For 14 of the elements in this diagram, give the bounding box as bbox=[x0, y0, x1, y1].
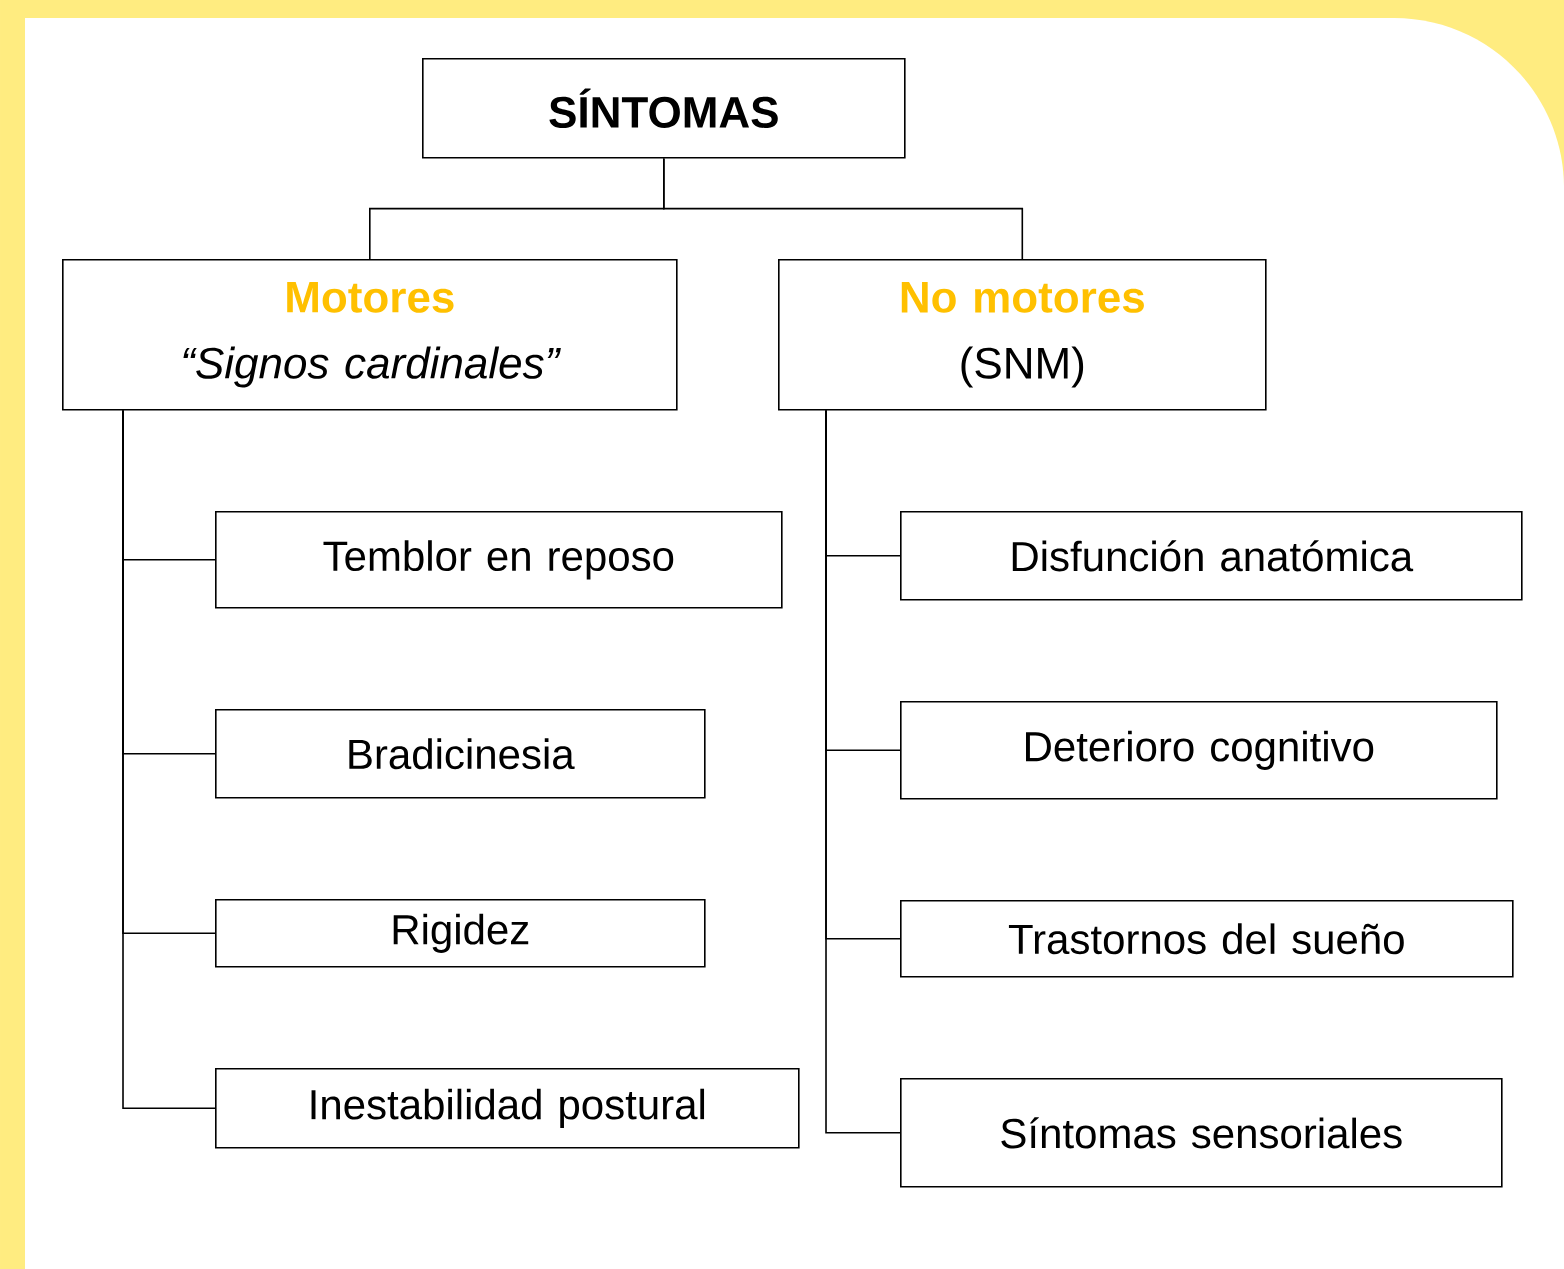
category-box: No motores (SNM) bbox=[778, 259, 1267, 411]
symptom-box: Bradicinesia bbox=[215, 709, 706, 799]
symptom-box: Disfunción anatómica bbox=[900, 511, 1523, 601]
connector-line bbox=[122, 409, 216, 1110]
symptom-box: Temblor en reposo bbox=[215, 511, 783, 609]
symptom-box: Deterioro cognitivo bbox=[900, 701, 1498, 800]
symptom-box: Síntomas sensoriales bbox=[900, 1078, 1503, 1188]
connector-line bbox=[663, 157, 1024, 260]
symptom-box: Trastornos del sueño bbox=[900, 900, 1514, 978]
symptom-box: Inestabilidad postural bbox=[215, 1068, 800, 1149]
category-box: Motores “Signos cardinales” bbox=[62, 259, 678, 411]
symptom-box: Rigidez bbox=[215, 899, 706, 968]
connector-line bbox=[825, 409, 901, 1134]
title-box: SÍNTOMAS bbox=[422, 58, 906, 159]
